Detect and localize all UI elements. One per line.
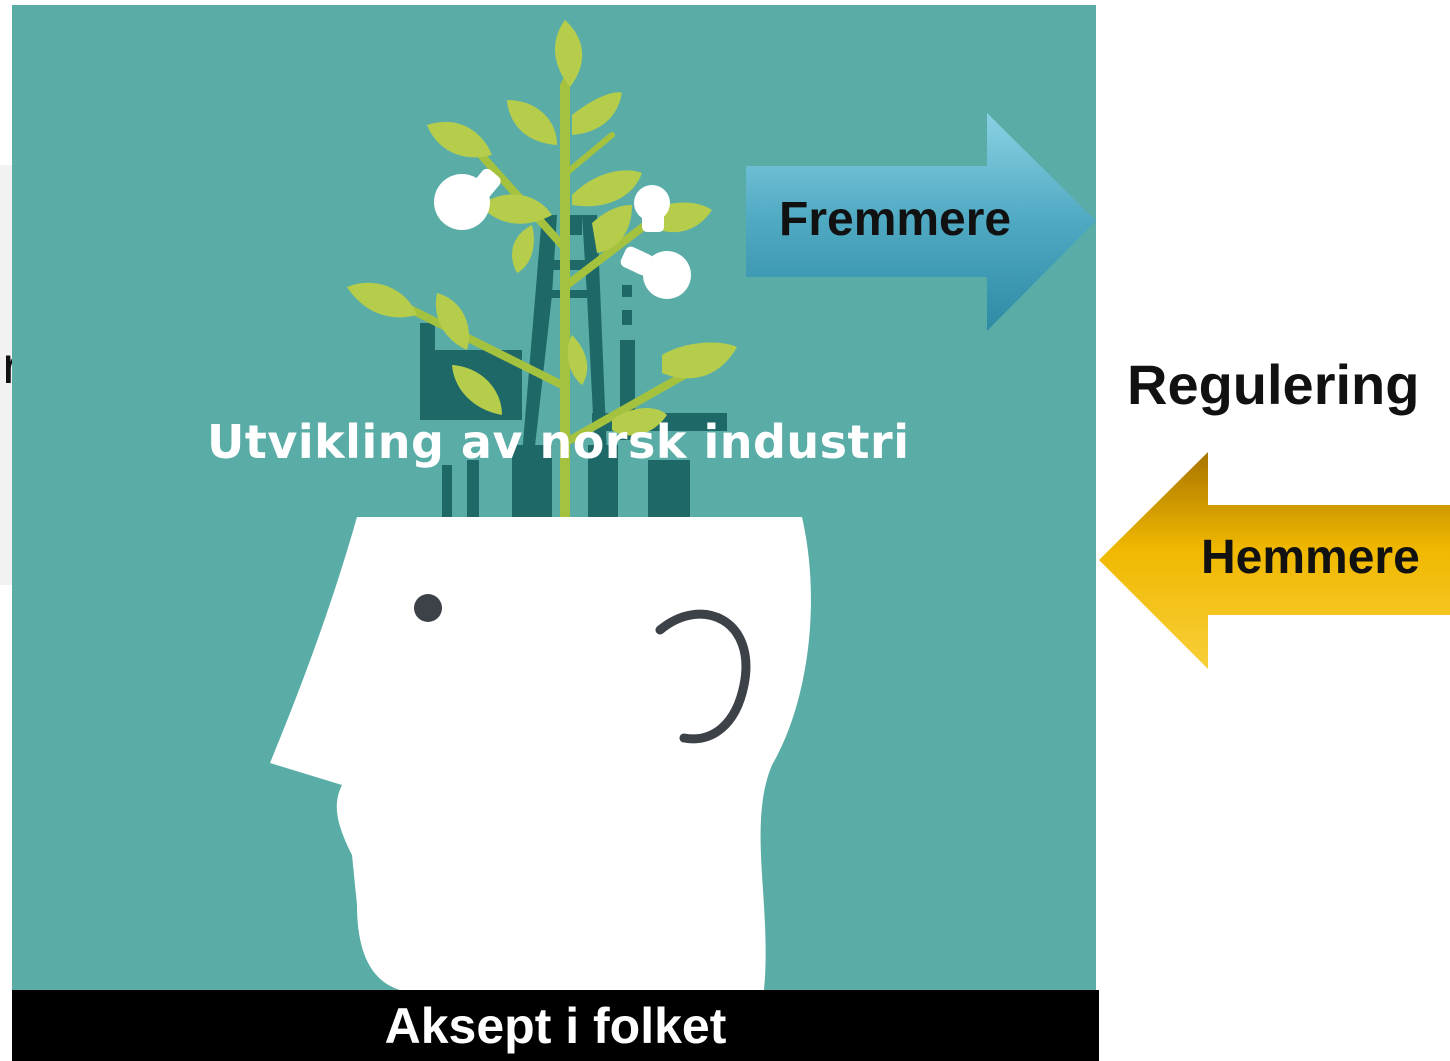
footer-label: Aksept i folket: [384, 997, 727, 1054]
hemmere-label: Hemmere: [1201, 531, 1420, 584]
head-silhouette-icon: [270, 517, 811, 990]
fremmere-arrow: [746, 113, 1096, 331]
eye-icon: [414, 594, 442, 622]
ear-icon: [655, 609, 751, 744]
hemmere-arrow: [1099, 452, 1450, 669]
illustration-svg: [270, 20, 811, 990]
plant-icon: [347, 20, 737, 517]
fremmere-label: Fremmere: [779, 193, 1012, 246]
regulering-label: Regulering: [1127, 353, 1420, 416]
center-title: Utvikling av norsk industri: [207, 415, 910, 469]
light-bulb-icon: [434, 168, 691, 299]
footer-bar: Aksept i folket: [12, 990, 1099, 1061]
